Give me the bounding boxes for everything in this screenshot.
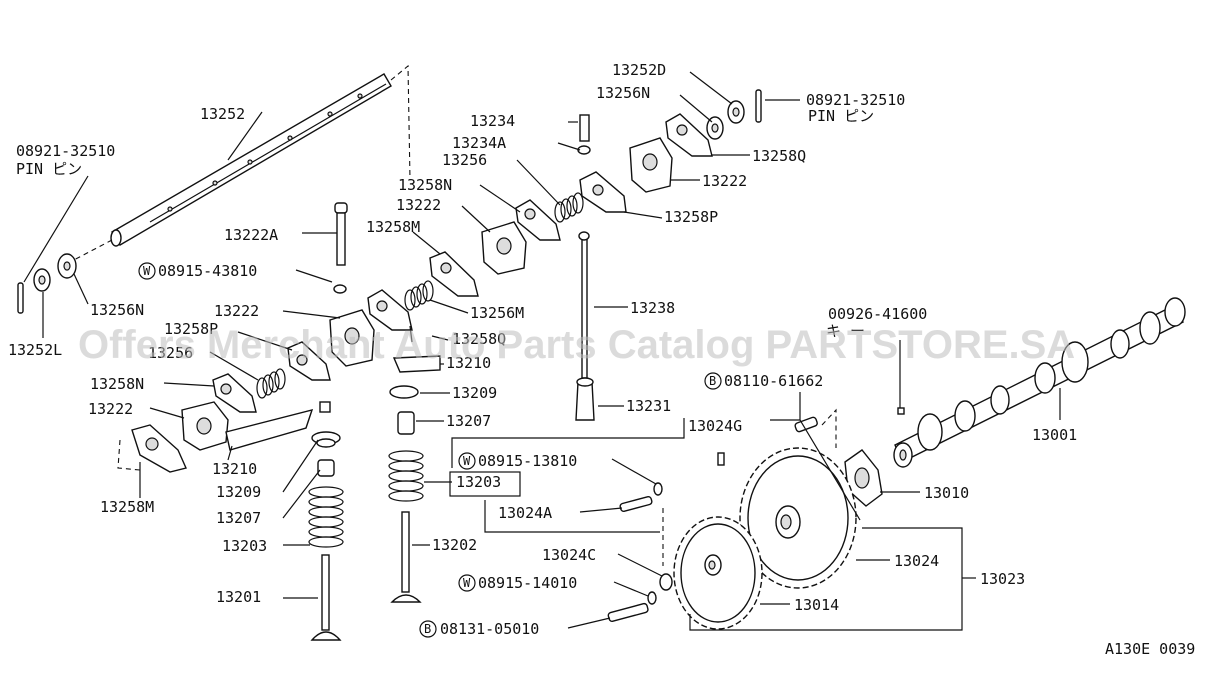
pushrod-assembly (575, 114, 595, 421)
label-08131: 08131-05010 (440, 620, 539, 638)
label-13256m: 13256M (470, 304, 524, 322)
label-08921-right: 08921-32510 (806, 91, 905, 109)
label-08110: 08110-61662 (724, 372, 823, 390)
bolt-13222a (333, 202, 348, 294)
label-13014: 13014 (794, 596, 839, 614)
valve-left (225, 401, 344, 641)
label-13258p-right: 13258P (664, 208, 718, 226)
label-13203-mid: 13203 (456, 473, 501, 491)
hardware (607, 407, 905, 623)
label-13252l: 13252L (8, 341, 62, 359)
label-pin-left: PIN ピン (16, 160, 82, 178)
label-pin-right: PIN ピン (808, 107, 874, 125)
prefix-w-1: W (143, 264, 151, 278)
label-13222-b: 13222 (88, 400, 133, 418)
label-13210-mid: 13210 (446, 354, 491, 372)
gear-large (739, 447, 857, 589)
label-13231: 13231 (626, 397, 671, 415)
leader-lines (23, 71, 1061, 631)
label-08915-13810: 08915-13810 (478, 452, 577, 470)
prefix-w-3: W (463, 576, 471, 590)
label-13024c: 13024C (542, 546, 596, 564)
prefix-b-2: B (424, 622, 431, 636)
pin-left (17, 253, 77, 314)
label-13256-left: 13256 (148, 344, 193, 362)
label-13258p-left: 13258P (164, 320, 218, 338)
label-13258m-left: 13258M (100, 498, 154, 516)
label-13258q-right: 13258Q (752, 147, 806, 165)
diagram-code: A130E 0039 (1105, 640, 1195, 658)
label-08921-left: 08921-32510 (16, 142, 115, 160)
label-13252: 13252 (200, 105, 245, 123)
gear-small (673, 516, 763, 630)
label-08915-43810: 08915-43810 (158, 262, 257, 280)
label-13234a: 13234A (452, 134, 506, 152)
label-13258m-mid: 13258M (366, 218, 420, 236)
label-13024g: 13024G (688, 417, 742, 435)
label-00926: 00926-41600 (828, 305, 927, 323)
prefix-w-2: W (463, 454, 471, 468)
label-13222-a: 13222 (214, 302, 259, 320)
part-labels: 08921-32510 PIN ピン 13252 13256N 13252L 1… (8, 61, 1077, 638)
camshaft (893, 297, 1186, 468)
label-13023: 13023 (980, 570, 1025, 588)
label-13256n-right: 13256N (596, 84, 650, 102)
label-13207-left: 13207 (216, 509, 261, 527)
circled-prefixes: W B W W B (138, 262, 722, 638)
label-13256-mid: 13256 (442, 151, 487, 169)
label-13258n-left: 13258N (90, 375, 144, 393)
label-13209-mid: 13209 (452, 384, 497, 402)
label-13024: 13024 (894, 552, 939, 570)
label-13222a: 13222A (224, 226, 278, 244)
label-13256n-left: 13256N (90, 301, 144, 319)
rocker-shaft (69, 64, 411, 263)
label-13234: 13234 (470, 112, 515, 130)
label-13222-right: 13222 (702, 172, 747, 190)
prefix-b-1: B (709, 374, 716, 388)
label-13202: 13202 (432, 536, 477, 554)
label-13210-left: 13210 (212, 460, 257, 478)
label-13001: 13001 (1032, 426, 1077, 444)
label-13024a: 13024A (498, 504, 552, 522)
label-13222-mid: 13222 (396, 196, 441, 214)
valve-mid (388, 355, 441, 603)
label-13252d: 13252D (612, 61, 666, 79)
watermark: Offers Merchant Auto Parts Catalog PARTS… (78, 323, 1075, 367)
label-13207-mid: 13207 (446, 412, 491, 430)
label-key: キ ー (826, 322, 865, 340)
label-08915-14010: 08915-14010 (478, 574, 577, 592)
label-13209-left: 13209 (216, 483, 261, 501)
label-13258n-mid: 13258N (398, 176, 452, 194)
label-13258q-mid: 13258Q (452, 330, 506, 348)
label-13238: 13238 (630, 299, 675, 317)
label-13201: 13201 (216, 588, 261, 606)
rocker-arms (117, 89, 762, 473)
label-13010: 13010 (924, 484, 969, 502)
label-13203-left: 13203 (222, 537, 267, 555)
